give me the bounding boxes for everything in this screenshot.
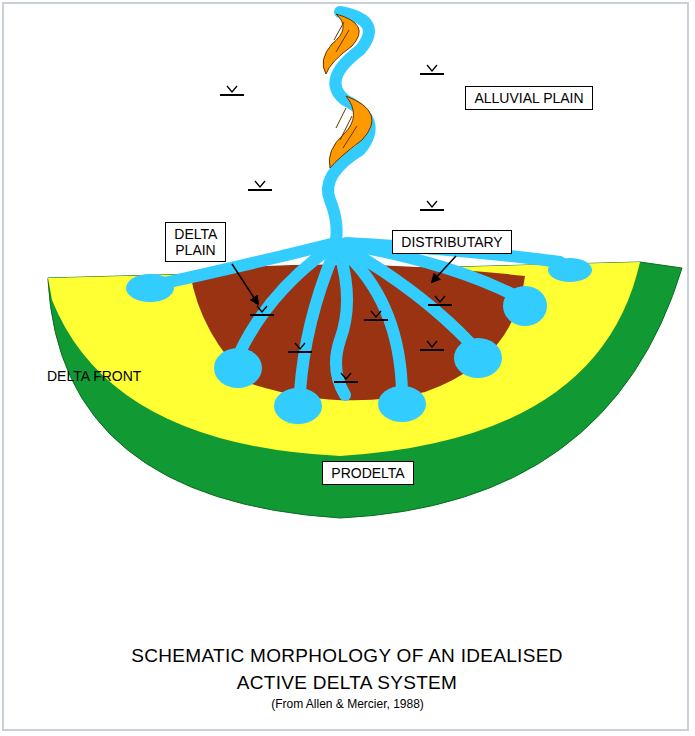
callout-box: DISTRIBUTARY — [392, 230, 512, 254]
box-text: DISTRIBUTARY — [401, 234, 503, 250]
region-label-box: ALLUVIAL PLAIN — [465, 86, 593, 110]
box-text: ALLUVIAL PLAIN — [474, 90, 584, 106]
diagram-title: SCHEMATIC MORPHOLOGY OF AN IDEALISED ACT… — [97, 642, 597, 696]
region-label: DELTA FRONT — [47, 368, 141, 384]
box-text: PRODELTA — [331, 465, 405, 481]
box-text: DELTA PLAIN — [174, 226, 216, 258]
callout-box: DELTA PLAIN — [165, 222, 226, 262]
region-label-box: PRODELTA — [322, 461, 414, 485]
source-caption: (From Allen & Mercier, 1988) — [0, 697, 695, 711]
